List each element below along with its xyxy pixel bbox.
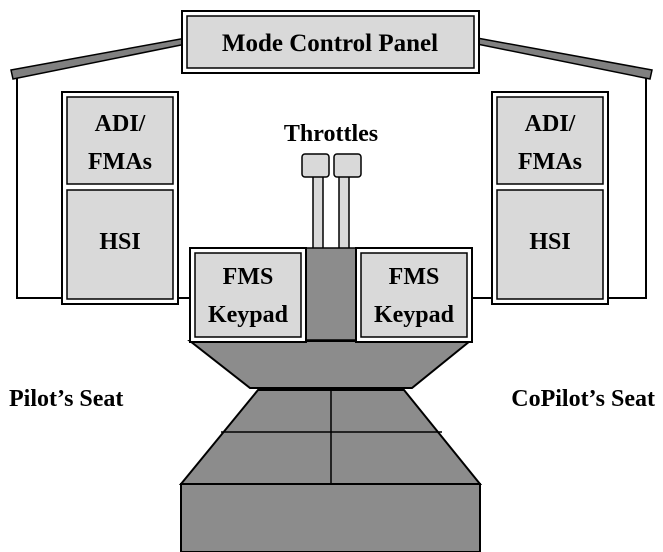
pilot-fmas-label: FMAs bbox=[88, 149, 152, 175]
right-throttle-knob bbox=[333, 153, 362, 178]
throttle-levers bbox=[301, 153, 362, 251]
left-glareshield-bar bbox=[10, 37, 187, 80]
pilot-adi-label: ADI/ bbox=[95, 111, 146, 137]
copilot-fms-label: FMS bbox=[389, 264, 440, 290]
pilot-hsi-label: HSI bbox=[99, 229, 140, 255]
copilot-seat-label: CoPilot’s Seat bbox=[511, 386, 655, 412]
copilot-hsi-display: HSI bbox=[496, 189, 604, 300]
mode-control-panel: Mode Control Panel bbox=[181, 10, 480, 74]
right-throttle-shaft bbox=[338, 169, 350, 251]
throttle-quadrant-block bbox=[304, 247, 358, 341]
left-throttle-shaft bbox=[312, 169, 324, 251]
pilot-seat-label: Pilot’s Seat bbox=[9, 386, 123, 412]
pedestal-base bbox=[180, 483, 481, 552]
pilot-keypad-label: Keypad bbox=[208, 302, 289, 328]
pilot-hsi-display: HSI bbox=[66, 189, 174, 300]
pilot-fms-keypad: FMS Keypad bbox=[189, 247, 307, 343]
copilot-fmas-label: FMAs bbox=[518, 149, 582, 175]
copilot-hsi-label: HSI bbox=[529, 229, 570, 255]
copilot-adi-label: ADI/ bbox=[525, 111, 576, 137]
center-pedestal bbox=[178, 247, 483, 552]
right-glareshield-bar bbox=[476, 37, 653, 80]
pilot-fms-label: FMS bbox=[223, 264, 274, 290]
left-throttle-knob bbox=[301, 153, 330, 178]
copilot-fms-keypad: FMS Keypad bbox=[355, 247, 473, 343]
pedestal-upper-taper bbox=[187, 340, 473, 389]
mode-control-panel-label: Mode Control Panel bbox=[222, 30, 438, 57]
instrument-panel-outline bbox=[10, 37, 653, 299]
throttles-label: Throttles bbox=[284, 121, 378, 147]
copilot-keypad-label: Keypad bbox=[374, 302, 455, 328]
